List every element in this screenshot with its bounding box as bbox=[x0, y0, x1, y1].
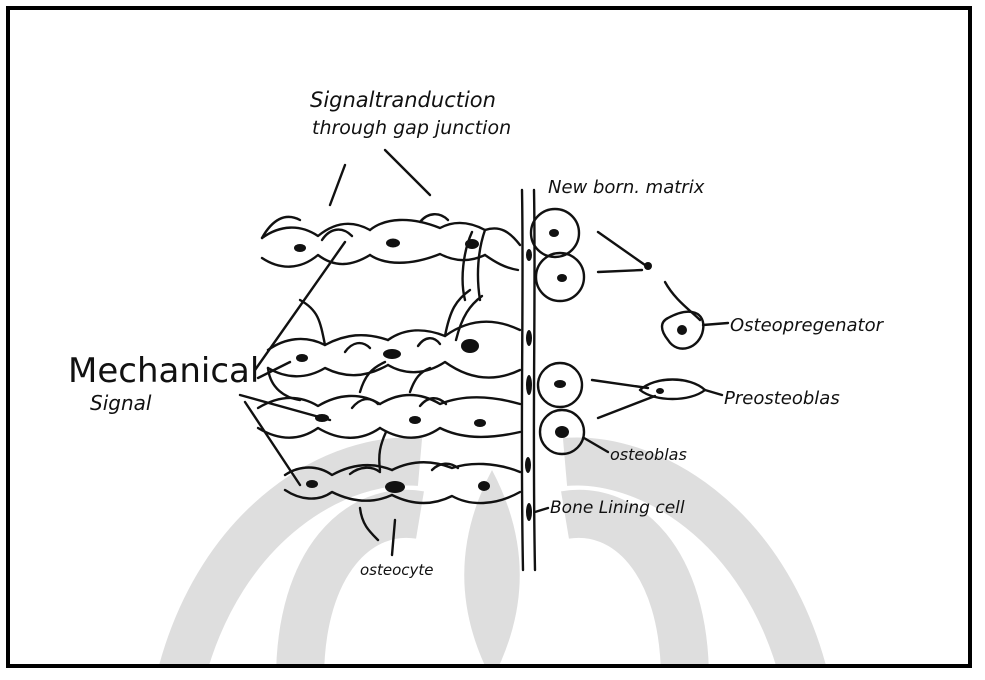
label-osteocyte: osteocyte bbox=[360, 561, 434, 579]
label-signal-title-2: through gap junction bbox=[312, 117, 511, 139]
gap-junction-arrows bbox=[322, 214, 458, 474]
mechanical-pointer-4 bbox=[245, 402, 300, 485]
label-signal: Signal bbox=[90, 391, 152, 415]
osteocyte-row-2 bbox=[268, 290, 520, 400]
arrow-to-osteoblast-1 bbox=[592, 380, 648, 388]
label-bone-lining-cell: Bone Lining cell bbox=[550, 498, 685, 518]
osteocyte-pointer bbox=[392, 520, 395, 555]
osteocyte-row-1 bbox=[262, 217, 520, 300]
label-osteoblas: osteoblas bbox=[610, 445, 687, 464]
label-preosteoblas: Preosteoblas bbox=[724, 388, 840, 409]
label-osteopregenator: Osteopregenator bbox=[730, 315, 885, 336]
preosteoblast-cell bbox=[640, 380, 705, 400]
label-signal-title-1: Signaltranduction bbox=[310, 88, 496, 112]
arrow-to-osteoblast-2 bbox=[598, 396, 655, 418]
signal-pointer-left bbox=[330, 165, 345, 205]
arrow-progenitor-up bbox=[665, 282, 700, 320]
bone-surface-line-left bbox=[522, 190, 523, 570]
signal-pointer-right bbox=[385, 150, 430, 195]
arrow-to-matrix-2 bbox=[598, 270, 642, 272]
label-mechanical: Mechanical bbox=[68, 351, 259, 391]
label-new-born-matrix: New born. matrix bbox=[548, 177, 705, 198]
arrow-to-matrix-1 bbox=[598, 232, 645, 265]
